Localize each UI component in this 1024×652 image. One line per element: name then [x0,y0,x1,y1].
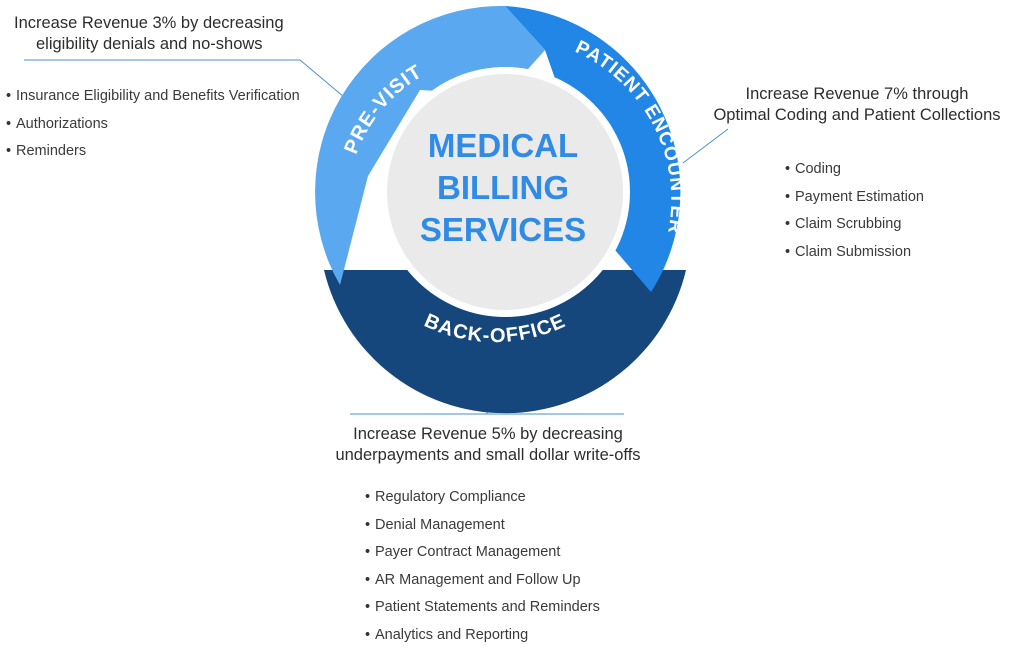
pre-visit-list: Insurance Eligibility and Benefits Verif… [6,86,300,169]
back-office-headline-line1: Increase Revenue 5% by decreasing [296,424,680,445]
list-item: Denial Management [365,515,600,543]
patient-encounter-list: Coding Payment Estimation Claim Scrubbin… [785,159,924,269]
center-title-line1: MEDICAL [428,127,578,164]
list-item: Payer Contract Management [365,542,600,570]
pre-visit-headline-line2: eligibility denials and no-shows [14,34,324,55]
patient-encounter-headline: Increase Revenue 7% through Optimal Codi… [690,84,1024,126]
pre-visit-headline: Increase Revenue 3% by decreasing eligib… [14,13,324,55]
list-item: Claim Scrubbing [785,214,924,242]
list-item: Coding [785,159,924,187]
list-item: Insurance Eligibility and Benefits Verif… [6,86,300,114]
back-office-headline: Increase Revenue 5% by decreasing underp… [296,424,680,466]
pre-visit-headline-line1: Increase Revenue 3% by decreasing [14,13,324,34]
list-item: Authorizations [6,114,300,142]
encounter-connector [683,129,728,163]
list-item: Analytics and Reporting [365,625,600,652]
patient-encounter-headline-line2: Optimal Coding and Patient Collections [690,105,1024,126]
list-item: AR Management and Follow Up [365,570,600,598]
list-item: Reminders [6,141,300,169]
list-item: Patient Statements and Reminders [365,597,600,625]
list-item: Claim Submission [785,242,924,270]
back-office-list: Regulatory Compliance Denial Management … [365,487,600,652]
center-title-line2: BILLING [437,169,569,206]
list-item: Regulatory Compliance [365,487,600,515]
patient-encounter-headline-line1: Increase Revenue 7% through [690,84,1024,105]
list-item: Payment Estimation [785,187,924,215]
center-title-line3: SERVICES [420,211,586,248]
back-office-headline-line2: underpayments and small dollar write-off… [296,445,680,466]
